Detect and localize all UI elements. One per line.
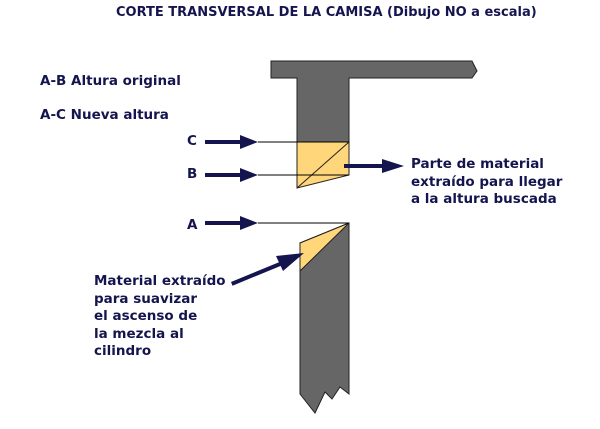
legend-new-height: A-C Nueva altura: [40, 107, 169, 123]
point-label-b: B: [187, 166, 198, 182]
arrow-a: [205, 216, 258, 230]
arrow-b: [205, 168, 258, 182]
removed-material-top-cut-line: [296, 141, 350, 189]
note-removed-bottom: Material extraído para suavizar el ascen…: [94, 273, 226, 359]
arrow-removed-top: [344, 159, 404, 173]
removed-material-bottom: [299, 222, 350, 273]
legend-original-height: A-B Altura original: [40, 73, 181, 89]
note-removed-top: Parte de material extraído para llegar a…: [411, 156, 563, 207]
point-label-a: A: [187, 217, 198, 233]
diagram-title: CORTE TRANSVERSAL DE LA CAMISA (Dibujo N…: [116, 5, 537, 20]
arrow-removed-bottom: [231, 253, 304, 286]
point-label-c: C: [187, 133, 197, 149]
sleeve-lower-section: [299, 222, 350, 414]
arrow-c: [205, 135, 258, 149]
sleeve-upper-section: [270, 60, 478, 143]
